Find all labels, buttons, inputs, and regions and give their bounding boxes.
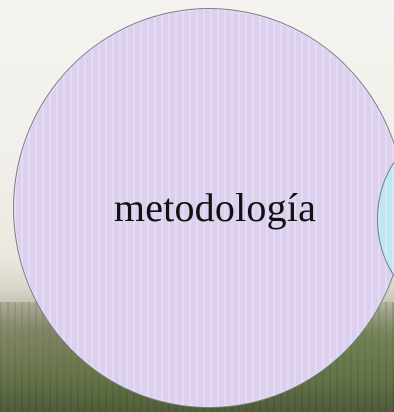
methodology-circle — [13, 8, 394, 408]
